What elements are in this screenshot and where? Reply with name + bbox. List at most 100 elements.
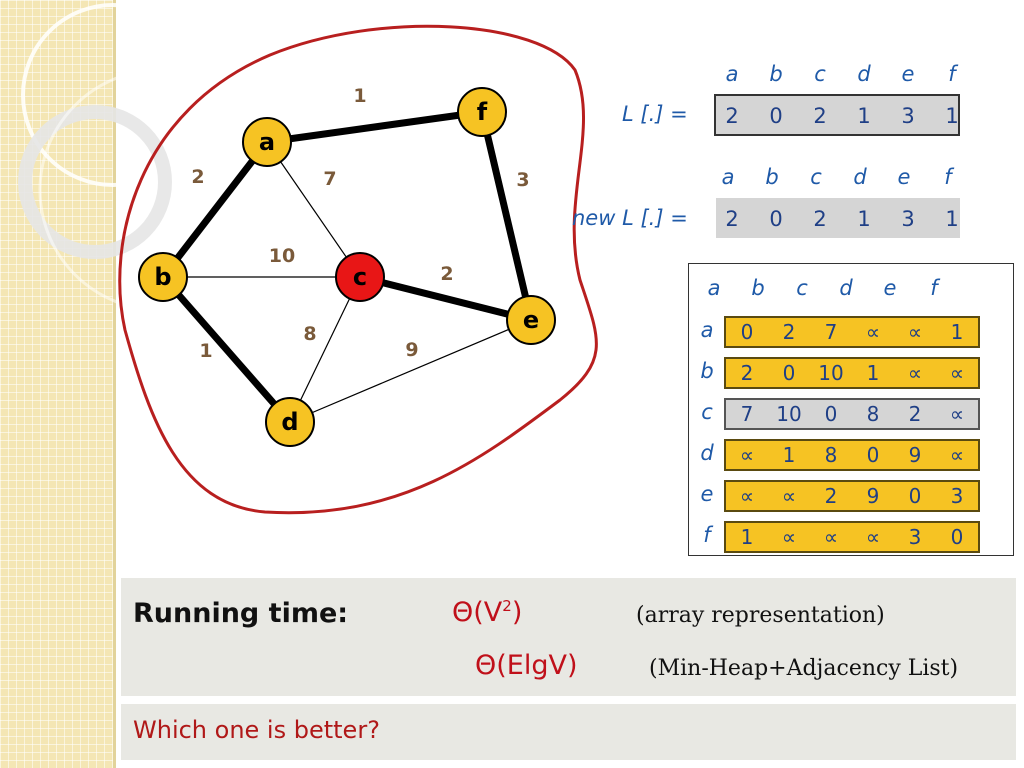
theta-exponent: 2 — [502, 597, 512, 615]
matrix-cell: 0 — [908, 484, 922, 508]
header-cell: c — [810, 165, 822, 189]
matrix-cell: 0 — [950, 525, 964, 549]
edge-weight-a-b: 2 — [191, 166, 204, 188]
matrix-cell: ∝ — [781, 484, 797, 508]
matrix-cell: 7 — [740, 402, 754, 426]
node-e — [506, 295, 556, 345]
edge-weight-b-c: 10 — [269, 245, 295, 267]
matrix-cell: ∝ — [823, 525, 839, 549]
header-cell: b — [765, 165, 779, 189]
L-cell: 1 — [857, 104, 871, 128]
header-cell: a — [721, 165, 735, 189]
edge-a-b — [160, 139, 270, 280]
decor-ring-2 — [18, 105, 172, 259]
matrix-cell: ∝ — [739, 443, 755, 467]
node-a — [242, 117, 292, 167]
edge-weight-a-f: 1 — [353, 85, 366, 107]
edge-weight-d-e: 9 — [405, 339, 418, 361]
header-cell: c — [814, 62, 826, 86]
matrix-cell: ∝ — [949, 402, 965, 426]
matrix-cell: 10 — [818, 361, 844, 385]
header-cell: c — [796, 276, 808, 300]
node-label-e: e — [523, 306, 539, 334]
header-cell: f — [930, 276, 938, 300]
node-label-f: f — [477, 98, 488, 126]
matrix-row-label: c — [701, 400, 713, 424]
header-cell: e — [883, 276, 897, 300]
matrix-row-label: f — [703, 523, 711, 547]
decor-ring-3 — [38, 68, 282, 312]
edge-weight-f-e: 3 — [516, 169, 529, 191]
L-cell: 0 — [769, 104, 783, 128]
edge-f-e — [478, 111, 535, 321]
L-label: L [.] = — [622, 102, 688, 126]
node-label-c: c — [353, 263, 367, 291]
matrix-cell: 9 — [908, 443, 922, 467]
matrix-cell: ∝ — [907, 361, 923, 385]
array-representation-note: (array representation) — [636, 603, 885, 628]
matrix-row-label: d — [700, 441, 714, 465]
complexity-array: Θ(V2) — [452, 597, 522, 628]
matrix-cell: ∝ — [949, 361, 965, 385]
matrix-row-label: a — [700, 318, 714, 342]
node-c — [335, 252, 385, 302]
matrix-row-label: b — [700, 359, 714, 383]
newL-cell: 1 — [945, 207, 959, 231]
running-time-title: Running time: — [133, 598, 349, 629]
theta-v: Θ(V — [452, 597, 503, 628]
newL-label: new L [.] = — [572, 206, 688, 230]
header-cell: d — [853, 165, 867, 189]
edge-weight-a-c: 7 — [323, 168, 336, 190]
matrix-row-e: ∝ ∝ 2 9 0 3 — [724, 480, 980, 512]
matrix-cell: 0 — [782, 361, 796, 385]
question-band — [121, 704, 1016, 760]
L-cell: 3 — [901, 104, 915, 128]
header-cell: e — [901, 62, 915, 86]
node-label-a: a — [259, 128, 275, 156]
newL-cell: 2 — [725, 207, 739, 231]
matrix-cell: 1 — [950, 320, 964, 344]
matrix-cell: ∝ — [907, 320, 923, 344]
newL-array-row: 2 0 2 1 3 1 — [710, 207, 974, 231]
header-cell: a — [707, 276, 721, 300]
theta-close: ) — [511, 597, 523, 628]
matrix-cell: 8 — [824, 443, 838, 467]
node-b — [138, 252, 188, 302]
header-cell: f — [944, 165, 952, 189]
node-f — [457, 87, 507, 137]
edge-c-d — [289, 276, 361, 423]
L-header: a b c d e f — [710, 62, 974, 86]
matrix-cell: 9 — [866, 484, 880, 508]
edge-d-e — [289, 319, 532, 423]
matrix-frame — [688, 263, 1014, 556]
header-cell: a — [725, 62, 739, 86]
enclosing-region — [118, 24, 598, 515]
L-cell: 2 — [813, 104, 827, 128]
matrix-cell: 0 — [740, 320, 754, 344]
matrix-row-label: e — [700, 482, 714, 506]
matrix-cell: 2 — [824, 484, 838, 508]
L-array-row: 2 0 2 1 3 1 — [710, 104, 974, 128]
edge-a-f — [266, 108, 483, 146]
newL-array-box — [716, 198, 960, 238]
matrix-cell: ∝ — [739, 484, 755, 508]
matrix-cell: 1 — [740, 525, 754, 549]
L-array-box — [714, 94, 960, 136]
running-time-band — [121, 578, 1016, 696]
edge-weight-b-d: 1 — [199, 340, 212, 362]
newL-header: a b c d e f — [706, 165, 970, 189]
newL-cell: 0 — [769, 207, 783, 231]
heap-representation-note: (Min-Heap+Adjacency List) — [649, 656, 959, 681]
matrix-header: a b c d e f — [692, 276, 956, 300]
matrix-cell: 3 — [950, 484, 964, 508]
header-cell: f — [948, 62, 956, 86]
matrix-cell: ∝ — [949, 443, 965, 467]
header-cell: e — [897, 165, 911, 189]
edge-c-e — [359, 273, 532, 324]
